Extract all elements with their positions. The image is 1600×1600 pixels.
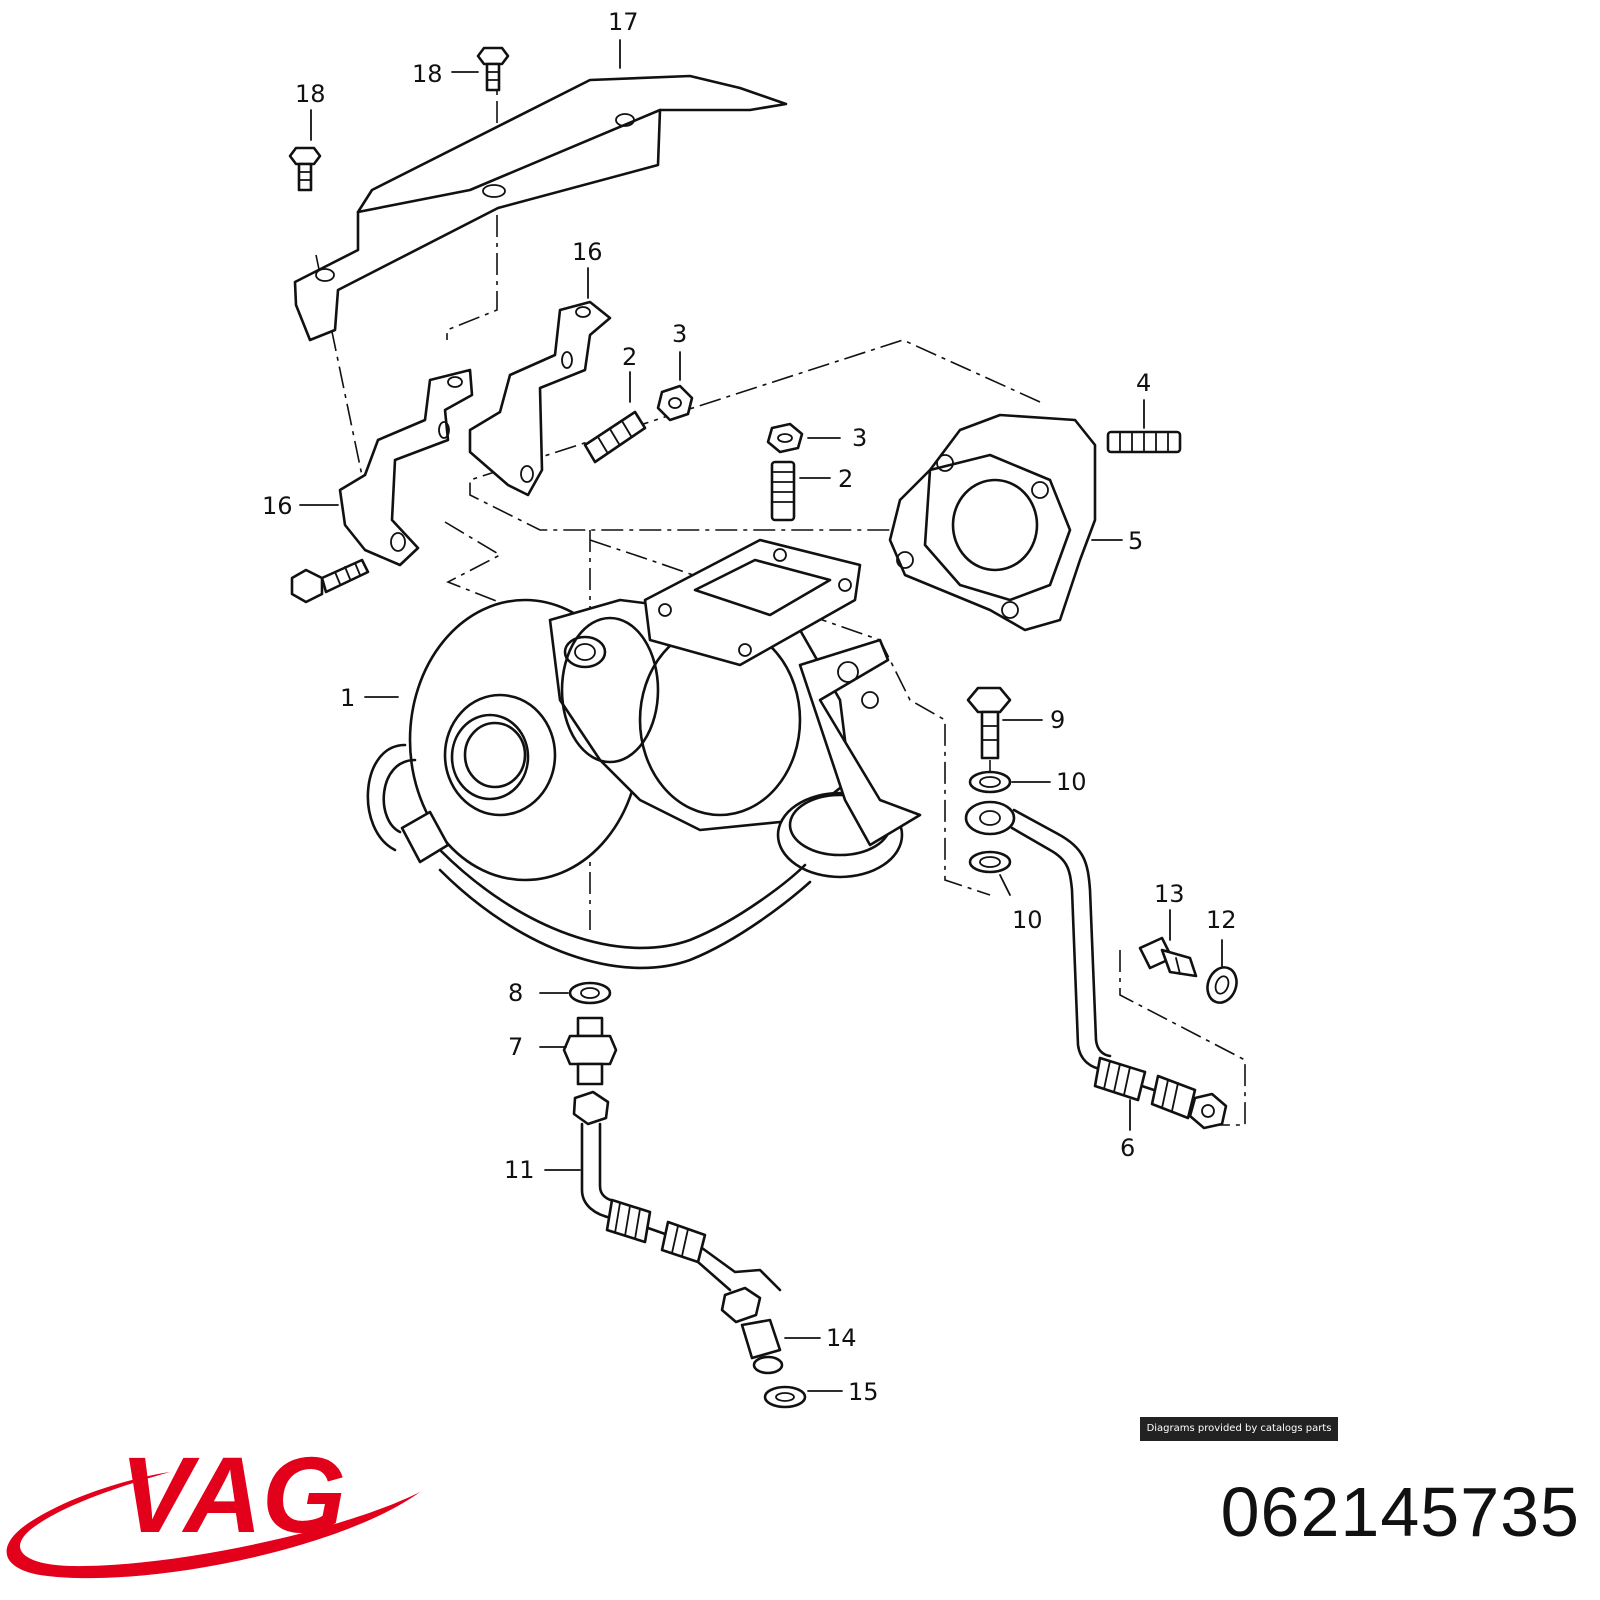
callout-14: 14 [826,1324,857,1352]
callout-8: 8 [508,979,523,1007]
nut-3-lower [766,422,804,454]
callout-3-lower: 3 [852,424,867,452]
oil-line-11-sleeve-b [660,1220,707,1264]
oil-line-11 [572,1090,782,1324]
stud-2-upper [583,410,647,464]
stud-2-lower [770,460,796,522]
banjo-bolt-9 [966,686,1012,760]
diagram-credit-badge: Diagrams provided by catalogs parts [1140,1417,1338,1441]
bracket-16-left [338,368,474,567]
washer-8 [568,981,612,1005]
stud-4 [1106,430,1182,454]
callout-13: 13 [1154,880,1185,908]
bolt-18-top [476,46,510,92]
washer-10-upper [968,770,1012,794]
callout-16-right: 16 [572,238,603,266]
oil-return-line-6-sleeve-b [1150,1074,1197,1120]
callout-3-upper: 3 [672,320,687,348]
callout-10-lower: 10 [1012,906,1043,934]
callout-9: 9 [1050,706,1065,734]
callout-18-left: 18 [295,80,326,108]
callout-18-top: 18 [412,60,443,88]
callout-10-upper: 10 [1056,768,1087,796]
union-13 [1138,936,1198,978]
leader-lines [299,39,1223,1392]
part-number: 062145735 [1220,1473,1580,1551]
washer-12 [1206,966,1238,1004]
vag-logo-swoosh [6,1472,421,1579]
callout-2-lower: 2 [838,465,853,493]
callout-11: 11 [504,1156,535,1184]
hex-bolt-bracket [290,558,370,604]
callout-4: 4 [1136,369,1151,397]
heat-shield [293,74,788,342]
vag-logo-text: VAG [120,1434,346,1555]
nut-3-upper [656,384,694,422]
bracket-16-right [468,300,612,497]
callout-2-upper: 2 [622,343,637,371]
oil-line-11-sleeve-a [605,1198,652,1244]
callout-15: 15 [848,1378,879,1406]
bolt-18-left [288,146,322,192]
oil-line-body [400,810,812,970]
callout-17: 17 [608,8,639,36]
callout-1: 1 [340,684,355,712]
turbocharger-1 [366,538,922,882]
vag-logo: VAG [6,1434,421,1579]
flange-gasket-5 [888,413,1097,632]
oil-return-line-6-sleeve-a [1093,1056,1147,1102]
washer-10-lower [968,850,1012,874]
callout-5: 5 [1128,527,1143,555]
callout-7: 7 [508,1033,523,1061]
callout-labels: 17 18 18 16 16 2 3 3 2 4 5 1 9 10 10 8 7… [262,8,1237,1406]
oil-return-line-6 [964,800,1228,1130]
union-7 [562,1016,618,1086]
callout-12: 12 [1206,906,1237,934]
callout-16-left: 16 [262,492,293,520]
washer-15 [763,1385,807,1409]
union-14 [740,1318,784,1375]
callout-6: 6 [1120,1134,1135,1162]
